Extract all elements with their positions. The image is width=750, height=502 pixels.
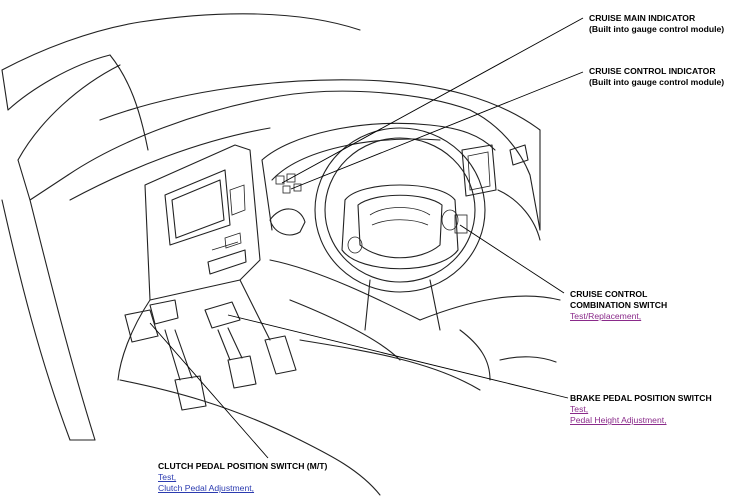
combination-switch-label-line2: COMBINATION SWITCH xyxy=(570,300,668,310)
pedal-height-adjustment-link[interactable]: Pedal Height Adjustment, xyxy=(570,415,667,425)
cruise-control-indicator-label: CRUISE CONTROL INDICATOR xyxy=(589,66,716,76)
callout-cruise-main-indicator: CRUISE MAIN INDICATOR (Built into gauge … xyxy=(589,13,724,35)
clutch-pedal-switch-label: CLUTCH PEDAL POSITION SWITCH (M/T) xyxy=(158,461,328,471)
combination-switch-test-replacement-link[interactable]: Test/Replacement, xyxy=(570,311,642,321)
leader-lines xyxy=(149,17,584,459)
cruise-control-indicator-note: (Built into gauge control module) xyxy=(589,77,725,87)
callout-combination-switch: CRUISE CONTROL COMBINATION SWITCH Test/R… xyxy=(570,289,667,322)
cruise-main-indicator-note: (Built into gauge control module) xyxy=(589,24,725,34)
steering-wheel xyxy=(269,127,486,331)
callout-brake-pedal-switch: BRAKE PEDAL POSITION SWITCH Test, Pedal … xyxy=(570,393,712,426)
clutch-pedal-adjustment-link[interactable]: Clutch Pedal Adjustment, xyxy=(158,483,255,493)
brake-switch-test-link[interactable]: Test, xyxy=(570,404,589,414)
callout-cruise-control-indicator: CRUISE CONTROL INDICATOR (Built into gau… xyxy=(589,66,724,88)
gauge-cluster xyxy=(261,122,541,241)
cruise-main-indicator-label: CRUISE MAIN INDICATOR xyxy=(589,13,696,23)
lower-dash xyxy=(119,259,561,496)
center-console xyxy=(164,169,247,275)
pedals xyxy=(124,299,297,411)
callout-clutch-pedal-switch: CLUTCH PEDAL POSITION SWITCH (M/T) Test,… xyxy=(158,461,327,494)
clutch-switch-test-link[interactable]: Test, xyxy=(158,472,177,482)
combination-switch-label-line1: CRUISE CONTROL xyxy=(570,289,648,299)
dashboard-outline xyxy=(67,79,541,381)
brake-pedal-switch-label: BRAKE PEDAL POSITION SWITCH xyxy=(570,393,712,403)
windshield-frame xyxy=(1,13,361,441)
